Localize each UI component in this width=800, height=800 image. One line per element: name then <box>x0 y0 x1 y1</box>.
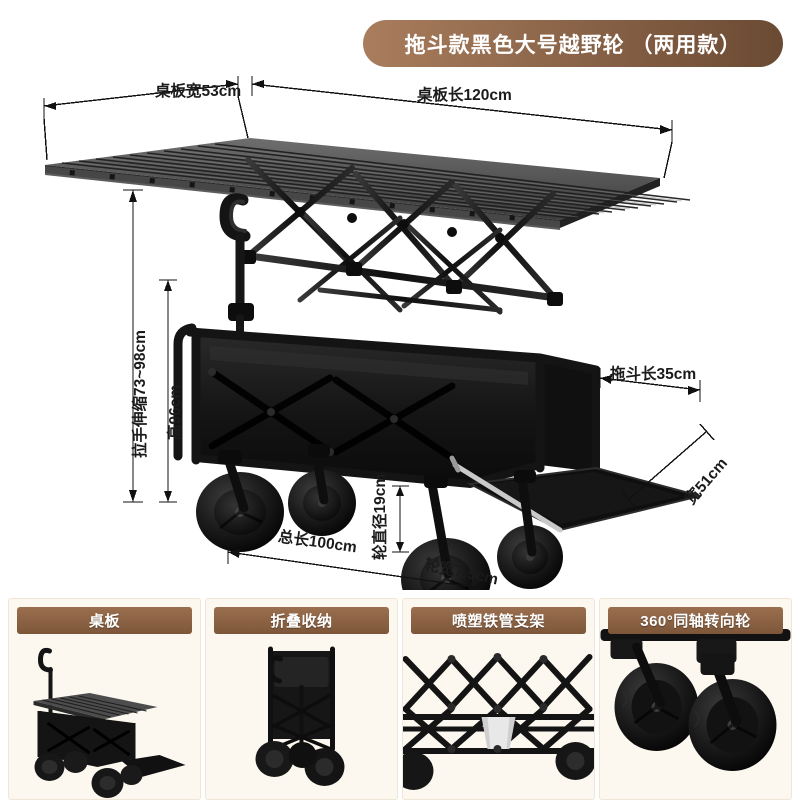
swivel-wheels-image <box>600 629 791 771</box>
wheels <box>196 444 563 590</box>
dimension-label-trailer-length: 拖斗长35cm <box>610 366 697 383</box>
panel4-swivel-wheels <box>600 629 791 771</box>
wheel-front-right <box>497 525 563 589</box>
feature-label-frame: 喷塑铁管支架 <box>411 607 586 634</box>
feature-panels: 桌板 <box>0 598 800 800</box>
feature-label-text: 360°同轴转向轮 <box>640 613 751 630</box>
cargo-basket <box>173 323 601 489</box>
feature-panel-tabletop[interactable]: 桌板 <box>8 598 201 800</box>
table-frame <box>242 154 560 315</box>
dimension-label-height: 高96cm <box>167 384 184 440</box>
dimension-label-table-width: 桌板宽53cm <box>155 83 242 100</box>
scissor-frame-image <box>403 653 594 790</box>
dimension-label-wheel-diameter: 轮直径19cm <box>372 473 389 560</box>
feature-label-folding: 折叠收纳 <box>214 607 389 634</box>
feature-panel-folding[interactable]: 折叠收纳 <box>205 598 398 800</box>
feature-label-text: 喷塑铁管支架 <box>451 613 545 630</box>
wagon-diagram <box>43 76 715 590</box>
feature-label-tabletop: 桌板 <box>17 607 192 634</box>
frame-pins <box>447 653 548 753</box>
feature-panel-wheels[interactable]: 360°同轴转向轮 <box>599 598 792 800</box>
title-banner-text: 拖斗款黑色大号越野轮 （两用款） <box>404 33 742 57</box>
feature-label-text: 桌板 <box>88 613 120 630</box>
product-hero-illustration: 桌板宽53cm 桌板长120cm 拉手伸缩73~98cm 高96cm 拖斗长35… <box>0 60 800 590</box>
feature-label-text: 折叠收纳 <box>270 613 333 630</box>
wagon-folded-image <box>255 646 345 786</box>
tabletop-hinge-strip <box>45 166 560 230</box>
panel2-folded-wagon <box>255 646 345 786</box>
dimension-lines <box>43 76 715 590</box>
feature-label-wheels: 360°同轴转向轮 <box>608 607 783 634</box>
title-banner: 拖斗款黑色大号越野轮 （两用款） <box>363 20 783 67</box>
panel1-wagon <box>33 647 186 798</box>
wheel-rear-left <box>196 472 284 552</box>
dimension-label-table-length: 桌板长120cm <box>417 87 512 104</box>
dimension-label-handle-range: 拉手伸缩73~98cm <box>132 330 149 458</box>
wagon-with-tabletop-image <box>33 647 186 798</box>
feature-panel-frame[interactable]: 喷塑铁管支架 <box>402 598 595 800</box>
